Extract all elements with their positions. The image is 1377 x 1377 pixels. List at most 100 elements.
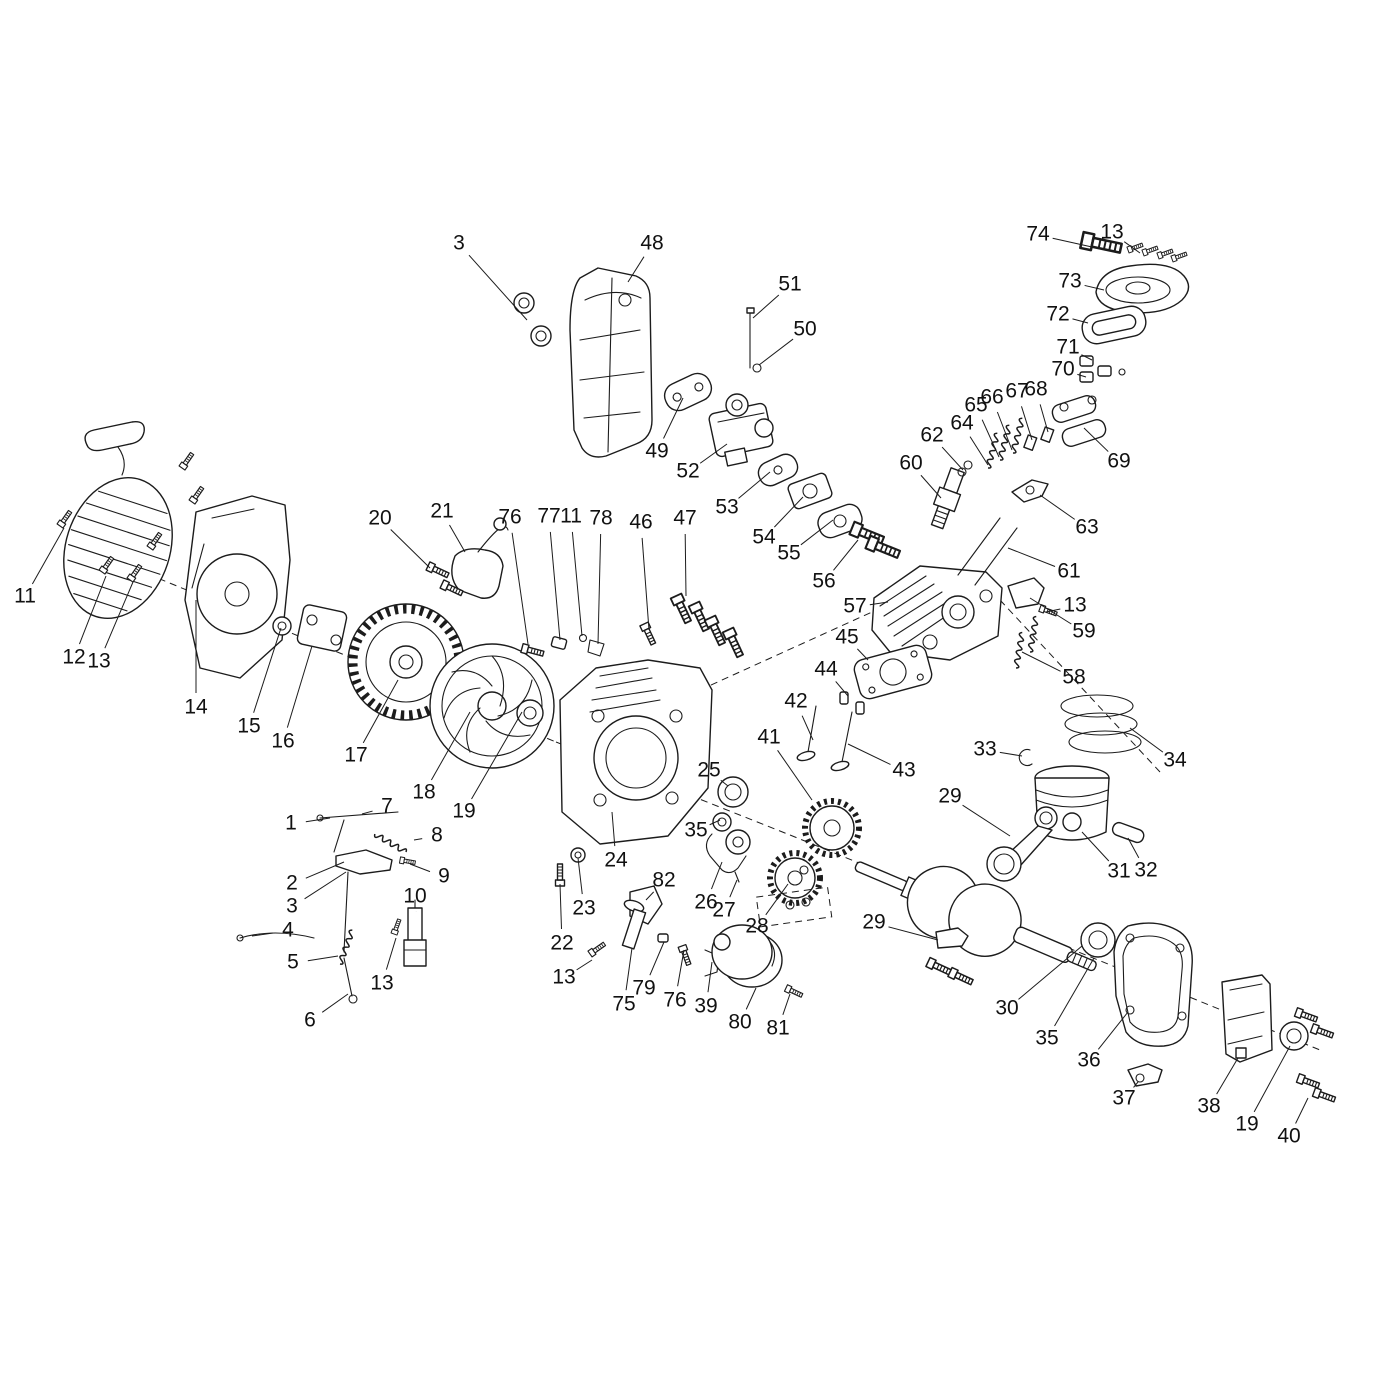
callout-60: 60 <box>899 452 922 475</box>
oil-seal-left <box>712 812 732 832</box>
bearing-left <box>516 699 544 727</box>
leader-line-23 <box>577 857 583 895</box>
air-filter-bolts <box>1079 230 1189 263</box>
callout-67: 67 <box>1005 380 1028 403</box>
callout-12: 12 <box>62 646 85 669</box>
callout-69: 69 <box>1107 450 1130 473</box>
leader-line-26 <box>710 861 723 890</box>
leader-line-76 <box>677 949 685 987</box>
leader-line-42 <box>801 715 814 741</box>
leader-line-34 <box>1129 727 1164 753</box>
carb-gasket <box>757 453 799 487</box>
leader-line-4 <box>251 932 274 937</box>
breather <box>1007 577 1045 609</box>
callout-26: 26 <box>694 891 717 914</box>
callout-8: 8 <box>431 824 443 847</box>
leader-line-75 <box>625 947 633 991</box>
mount-bracket <box>925 927 975 988</box>
leader-line-48 <box>627 256 645 283</box>
callout-28: 28 <box>745 915 768 938</box>
tappets <box>839 691 865 715</box>
valve-caps <box>1023 426 1055 451</box>
callout-59: 59 <box>1072 620 1095 643</box>
flange-nuts <box>513 292 552 347</box>
leader-line-28 <box>765 883 789 916</box>
callout-19: 19 <box>452 800 475 823</box>
leader-line-80 <box>745 987 757 1010</box>
leader-line-53 <box>738 471 771 499</box>
leader-line-29 <box>888 926 939 941</box>
leader-line-66 <box>996 411 1013 451</box>
callout-47: 47 <box>673 507 696 530</box>
leader-line-47 <box>684 533 687 597</box>
callout-16: 16 <box>271 730 294 753</box>
leader-line-24 <box>611 811 616 847</box>
spark-plug <box>930 467 965 530</box>
leader-line-82 <box>645 891 655 901</box>
callout-74: 74 <box>1026 223 1050 246</box>
leader-line-13 <box>1123 241 1141 254</box>
fan-cover <box>184 495 291 679</box>
rocker-springs <box>1012 615 1040 670</box>
callout-81: 81 <box>766 1017 789 1040</box>
bearing-right <box>1279 1021 1309 1051</box>
leader-line-71 <box>1081 354 1093 361</box>
callout-32: 32 <box>1134 859 1157 882</box>
leader-line-67 <box>1020 406 1033 441</box>
callout-22: 22 <box>550 932 573 955</box>
callout-2: 2 <box>286 872 298 895</box>
leader-line-37 <box>1133 1081 1139 1088</box>
leader-line-15 <box>253 627 282 713</box>
callout-65: 65 <box>964 394 987 417</box>
leader-line-60 <box>920 474 942 499</box>
leader-line-52 <box>699 443 728 464</box>
leader-line-13 <box>576 959 593 971</box>
callout-10: 10 <box>403 885 426 908</box>
callout-38: 38 <box>1197 1095 1220 1118</box>
leader-line-40 <box>1295 1097 1309 1124</box>
push-rods <box>957 517 1018 586</box>
callout-3: 3 <box>286 895 298 918</box>
callout-39: 39 <box>694 995 717 1018</box>
callout-18: 18 <box>412 781 435 804</box>
leader-line-51 <box>752 294 780 319</box>
leader-line-18 <box>430 711 471 781</box>
leader-line-57 <box>869 601 889 606</box>
leader-line-32 <box>1127 837 1140 859</box>
callout-64: 64 <box>950 412 974 435</box>
callout-72: 72 <box>1046 303 1069 326</box>
through-bolt <box>746 307 762 373</box>
cooling-fan <box>429 643 555 769</box>
leader-line-31 <box>1081 831 1110 862</box>
leader-line-35 <box>709 819 721 826</box>
callout-35: 35 <box>1035 1027 1058 1050</box>
valve-collets <box>957 460 973 477</box>
callout-5: 5 <box>287 951 299 974</box>
callout-19: 19 <box>1235 1113 1258 1136</box>
piston-pin-clip <box>1018 748 1033 767</box>
leader-line-8 <box>413 838 423 841</box>
callout-61: 61 <box>1057 560 1080 583</box>
callout-14: 14 <box>184 696 208 719</box>
leader-line-5 <box>307 955 339 962</box>
leader-line-16 <box>286 645 313 728</box>
leader-line-9 <box>409 863 431 873</box>
leader-line-25 <box>720 779 729 787</box>
leader-line-3 <box>468 254 528 321</box>
ignition-coil <box>425 517 509 599</box>
callout-21: 21 <box>430 500 453 523</box>
leader-line-7 <box>361 810 373 815</box>
cylinder-studs <box>669 592 747 660</box>
head-gasket <box>853 644 933 700</box>
ignition-module <box>296 604 348 652</box>
leader-line-35 <box>1054 957 1095 1027</box>
leader-line-1 <box>305 817 331 823</box>
leader-line-2 <box>305 861 345 879</box>
callout-54: 54 <box>752 526 776 549</box>
callout-79: 79 <box>632 977 655 1000</box>
callout-44: 44 <box>814 658 838 681</box>
valve-springs <box>984 416 1026 470</box>
leader-line-73 <box>1084 284 1105 291</box>
